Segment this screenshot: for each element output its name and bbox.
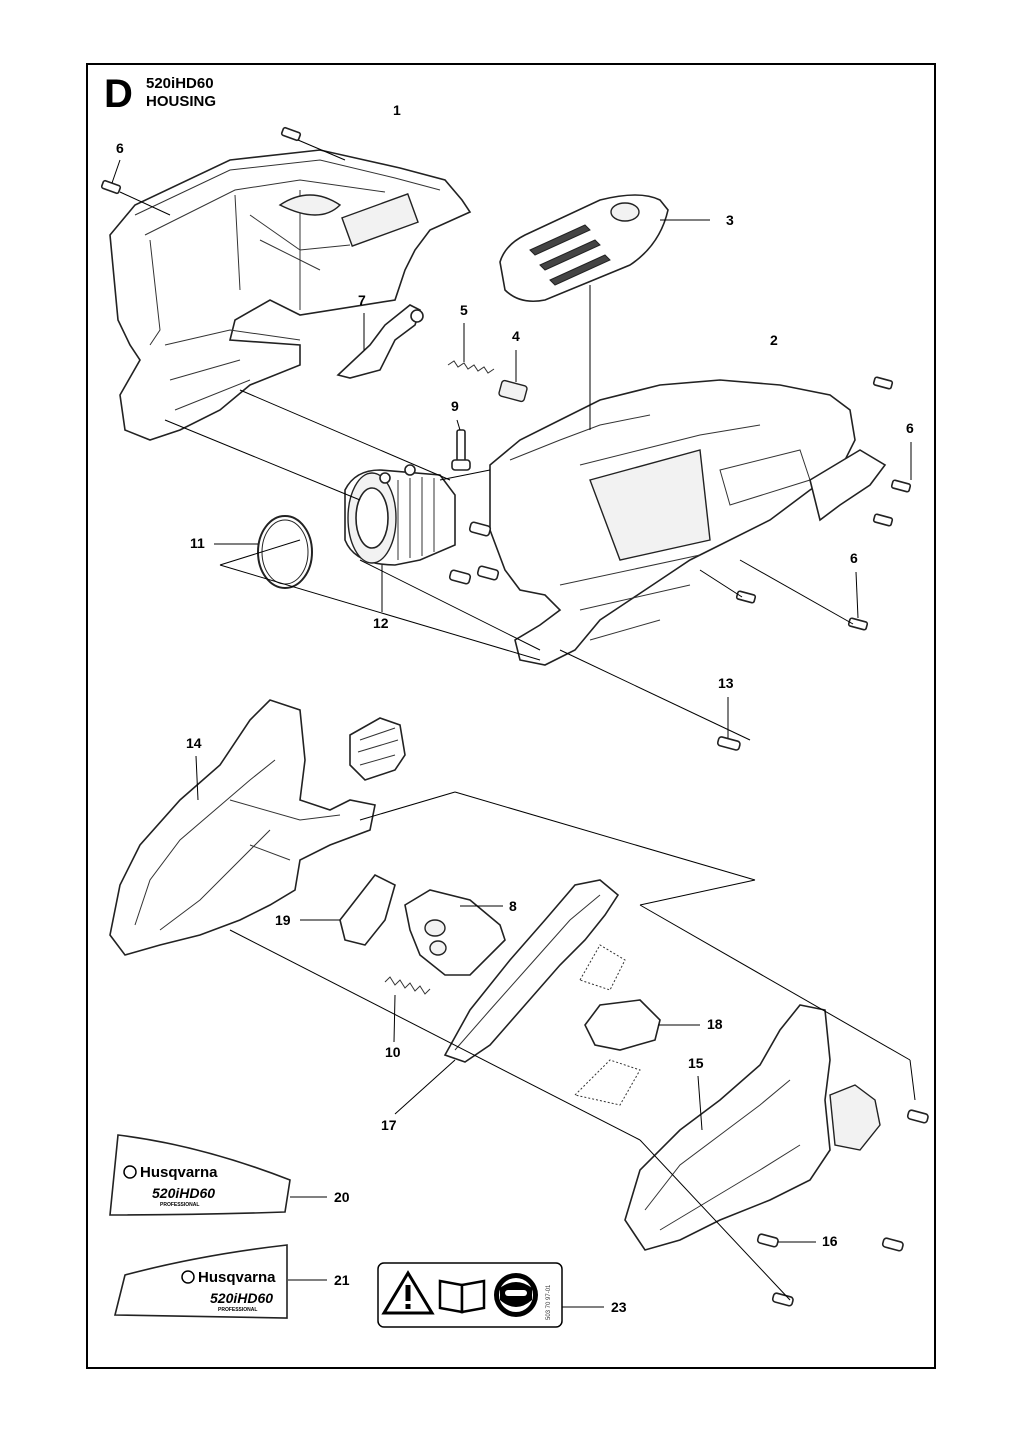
callout-12: 12 xyxy=(373,615,389,631)
callout-11: 11 xyxy=(190,535,205,551)
callout-21: 21 xyxy=(334,1272,350,1288)
part-12-screws xyxy=(448,521,500,585)
callout-13: 13 xyxy=(718,675,734,691)
callout-15: 15 xyxy=(688,1055,704,1071)
callout-5: 5 xyxy=(460,302,468,318)
decal-23-code: 503 70 97-01 xyxy=(546,1284,552,1320)
part-3-top-cover xyxy=(499,194,669,303)
section-title: HOUSING xyxy=(146,93,217,110)
part-6-screws-right xyxy=(699,376,912,631)
part-16-screws xyxy=(756,1109,929,1307)
model-name: 520iHD60 xyxy=(146,75,214,92)
callout-labels: 1 2 3 4 5 6 6 6 6 7 8 9 10 11 12 13 14 1… xyxy=(111,102,914,1315)
part-7-bracket xyxy=(336,304,424,379)
part-5-spring xyxy=(447,360,495,374)
part-2-main-housing xyxy=(489,379,887,666)
decal-20: Husqvarna 520iHD60 PROFESSIONAL xyxy=(109,1134,291,1216)
part-9-screw xyxy=(451,429,471,471)
callout-3: 3 xyxy=(726,212,734,228)
callout-6-a: 6 xyxy=(116,140,124,156)
decal-20-edition: PROFESSIONAL xyxy=(160,1202,199,1208)
callout-7: 7 xyxy=(358,292,366,308)
decal-23-warning: 503 70 97-01 xyxy=(377,1262,563,1328)
husqvarna-logo-icon xyxy=(123,1165,137,1179)
part-6-screws-top xyxy=(100,126,346,216)
callout-8: 8 xyxy=(509,898,517,914)
callout-9: 9 xyxy=(451,398,459,414)
part-14-switch xyxy=(349,717,406,781)
callout-4: 4 xyxy=(512,328,520,344)
callout-20: 20 xyxy=(334,1189,350,1205)
diagram-frame xyxy=(86,63,936,1369)
callout-1: 1 xyxy=(393,102,401,118)
callout-19: 19 xyxy=(275,912,291,928)
callout-17: 17 xyxy=(381,1117,397,1133)
warning-triangle-icon xyxy=(381,1270,435,1315)
decal-20-model: 520iHD60 xyxy=(152,1185,215,1201)
callout-10: 10 xyxy=(385,1044,401,1060)
decal-20-brand: Husqvarna xyxy=(140,1164,218,1181)
part-13-screw xyxy=(716,736,741,751)
callout-16: 16 xyxy=(822,1233,838,1249)
decal-21: Husqvarna 520iHD60 PROFESSIONAL xyxy=(113,1244,288,1319)
callout-18: 18 xyxy=(707,1016,723,1032)
part-15-handle-right xyxy=(624,1004,881,1251)
assembly-lines xyxy=(164,285,916,1301)
section-letter: D xyxy=(104,72,133,116)
part-14-handle-left xyxy=(109,699,376,956)
manual-book-icon xyxy=(438,1279,486,1314)
part-18-cover xyxy=(574,944,661,1106)
protective-gear-icon xyxy=(494,1273,538,1317)
callout-6-b: 6 xyxy=(906,420,914,436)
husqvarna-logo-icon-2 xyxy=(181,1270,195,1284)
decal-21-edition: PROFESSIONAL xyxy=(218,1307,257,1313)
callout-23: 23 xyxy=(611,1299,627,1315)
part-8-lever xyxy=(404,889,506,976)
part-4-button xyxy=(498,379,528,403)
part-19-trigger xyxy=(339,873,396,946)
part-11-o-ring xyxy=(257,515,313,589)
callout-2: 2 xyxy=(770,332,778,348)
callout-6-c: 6 xyxy=(850,550,858,566)
part-10-spring xyxy=(384,976,431,995)
part-1-upper-housing xyxy=(109,149,472,441)
decal-21-model: 520iHD60 xyxy=(210,1290,273,1306)
decal-21-brand: Husqvarna xyxy=(198,1269,276,1286)
callout-14: 14 xyxy=(186,735,202,751)
part-17-grip xyxy=(443,879,620,1063)
part-12-motor-mount xyxy=(344,464,456,566)
